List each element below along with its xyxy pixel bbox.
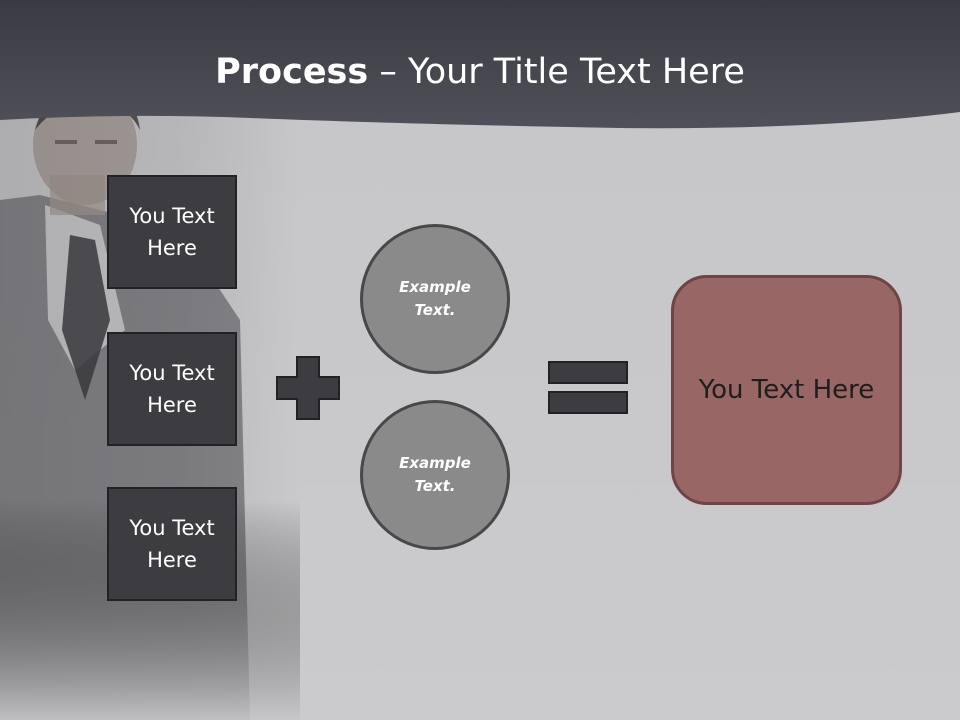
plus-icon bbox=[276, 356, 340, 420]
header-banner bbox=[0, 0, 960, 129]
title-bold: Process bbox=[215, 52, 369, 92]
slide-title: Process – Your Title Text Here bbox=[0, 52, 960, 92]
equals-icon bbox=[548, 361, 628, 414]
example-circle-1: Example Text. bbox=[360, 224, 510, 374]
input-box-2: You Text Here bbox=[107, 332, 237, 446]
input-box-3: You Text Here bbox=[107, 487, 237, 601]
example-circle-2: Example Text. bbox=[360, 400, 510, 550]
input-box-1: You Text Here bbox=[107, 175, 237, 289]
result-box: You Text Here bbox=[671, 275, 902, 505]
title-rest: – Your Title Text Here bbox=[368, 52, 745, 92]
